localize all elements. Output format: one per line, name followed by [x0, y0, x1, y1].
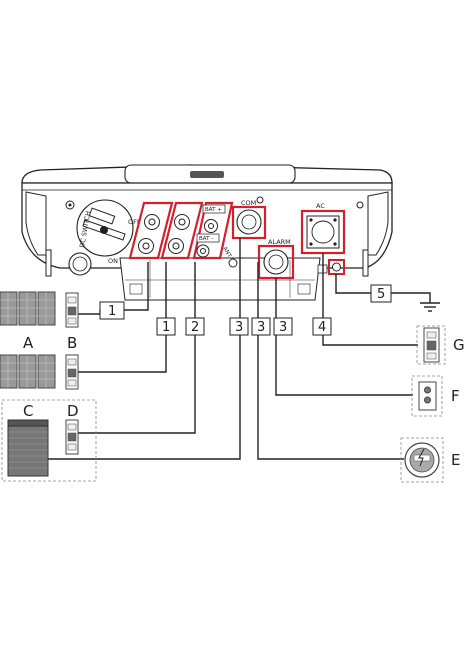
- battery-pack: [7, 419, 49, 477]
- ac-port: AC: [300, 202, 346, 255]
- callout-row-3-box: [229, 317, 249, 336]
- callouts: 1 1 2 3 3 3 4 5: [99, 284, 392, 336]
- bat-minus-label: BAT -: [199, 236, 213, 242]
- callout-row-6: 4: [318, 320, 326, 335]
- wire-ac: [322, 253, 418, 346]
- dc-switch-off-label: OFF: [128, 218, 141, 226]
- callout-pv-box: [99, 301, 125, 320]
- label-g: G: [453, 336, 465, 354]
- inverter-left-fin: [25, 191, 47, 256]
- callout-pv-number: 1: [108, 304, 116, 319]
- alarm-device: F: [411, 375, 460, 417]
- alarm-label: ALARM: [268, 238, 291, 246]
- callout-row-2: 2: [191, 320, 199, 335]
- ant-label: ANT: [221, 246, 232, 259]
- earth-symbol: [420, 302, 440, 312]
- energy-meter-frame: [400, 437, 444, 483]
- energy-meter: E: [400, 437, 460, 483]
- battery-breaker: [65, 419, 79, 455]
- pv-connectors-1: [128, 201, 174, 260]
- vent-cap: [68, 252, 92, 276]
- com-port-highlight: [231, 205, 267, 240]
- dc-isolators: B: [65, 292, 79, 390]
- callout-row-4-box: [251, 317, 271, 336]
- callout-row-6-box: [312, 317, 332, 336]
- inverter-right-fin: [367, 191, 389, 256]
- wire-meter-com: [47, 238, 241, 460]
- ac-breaker-frame: [416, 325, 446, 365]
- callout-row-1-box: [156, 317, 176, 336]
- dc-switch: DC SWITCH ON OFF: [76, 199, 141, 265]
- label-c: C: [23, 402, 33, 420]
- callout-row-1: 1: [162, 320, 170, 335]
- callout-row-4: 3: [257, 320, 265, 335]
- label-d: D: [67, 402, 79, 420]
- label-b: B: [67, 334, 77, 352]
- antenna-port: [228, 258, 238, 268]
- pv-connectors-1-highlight: [128, 201, 174, 260]
- com-label: COM: [241, 199, 256, 207]
- callout-row-5-box: [273, 317, 293, 336]
- battery-group-frame: [1, 399, 97, 482]
- callout-row-5: 3: [279, 320, 287, 335]
- pv-string-2: [0, 354, 56, 389]
- battery-connectors: BAT + BAT -: [192, 201, 234, 260]
- pv-panels: A: [0, 291, 56, 389]
- pv-connectors-2: [160, 201, 204, 260]
- battery-group: C D: [1, 399, 97, 482]
- callout-ground-number: 5: [377, 287, 385, 302]
- label-a: A: [23, 334, 34, 352]
- com-port: COM: [231, 199, 267, 240]
- pv-connectors-2-highlight: [160, 201, 204, 260]
- label-e: E: [451, 451, 460, 469]
- alarm-port: ALARM: [257, 238, 295, 280]
- bat-plus-label: BAT +: [205, 207, 222, 213]
- wire-pv2: [77, 262, 167, 373]
- ac-breaker: G: [416, 325, 465, 365]
- alarm-device-frame: [411, 375, 443, 417]
- pv-string-1: [0, 291, 56, 326]
- dc-switch-on-label: ON: [108, 257, 118, 265]
- callout-row-2-box: [185, 317, 205, 336]
- callout-row-3: 3: [235, 320, 243, 335]
- callout-ground-box: [370, 284, 392, 303]
- ac-label: AC: [316, 202, 325, 210]
- inverter-logo-plate: [190, 171, 224, 178]
- label-f: F: [451, 387, 460, 405]
- wire-alarm: [275, 278, 413, 396]
